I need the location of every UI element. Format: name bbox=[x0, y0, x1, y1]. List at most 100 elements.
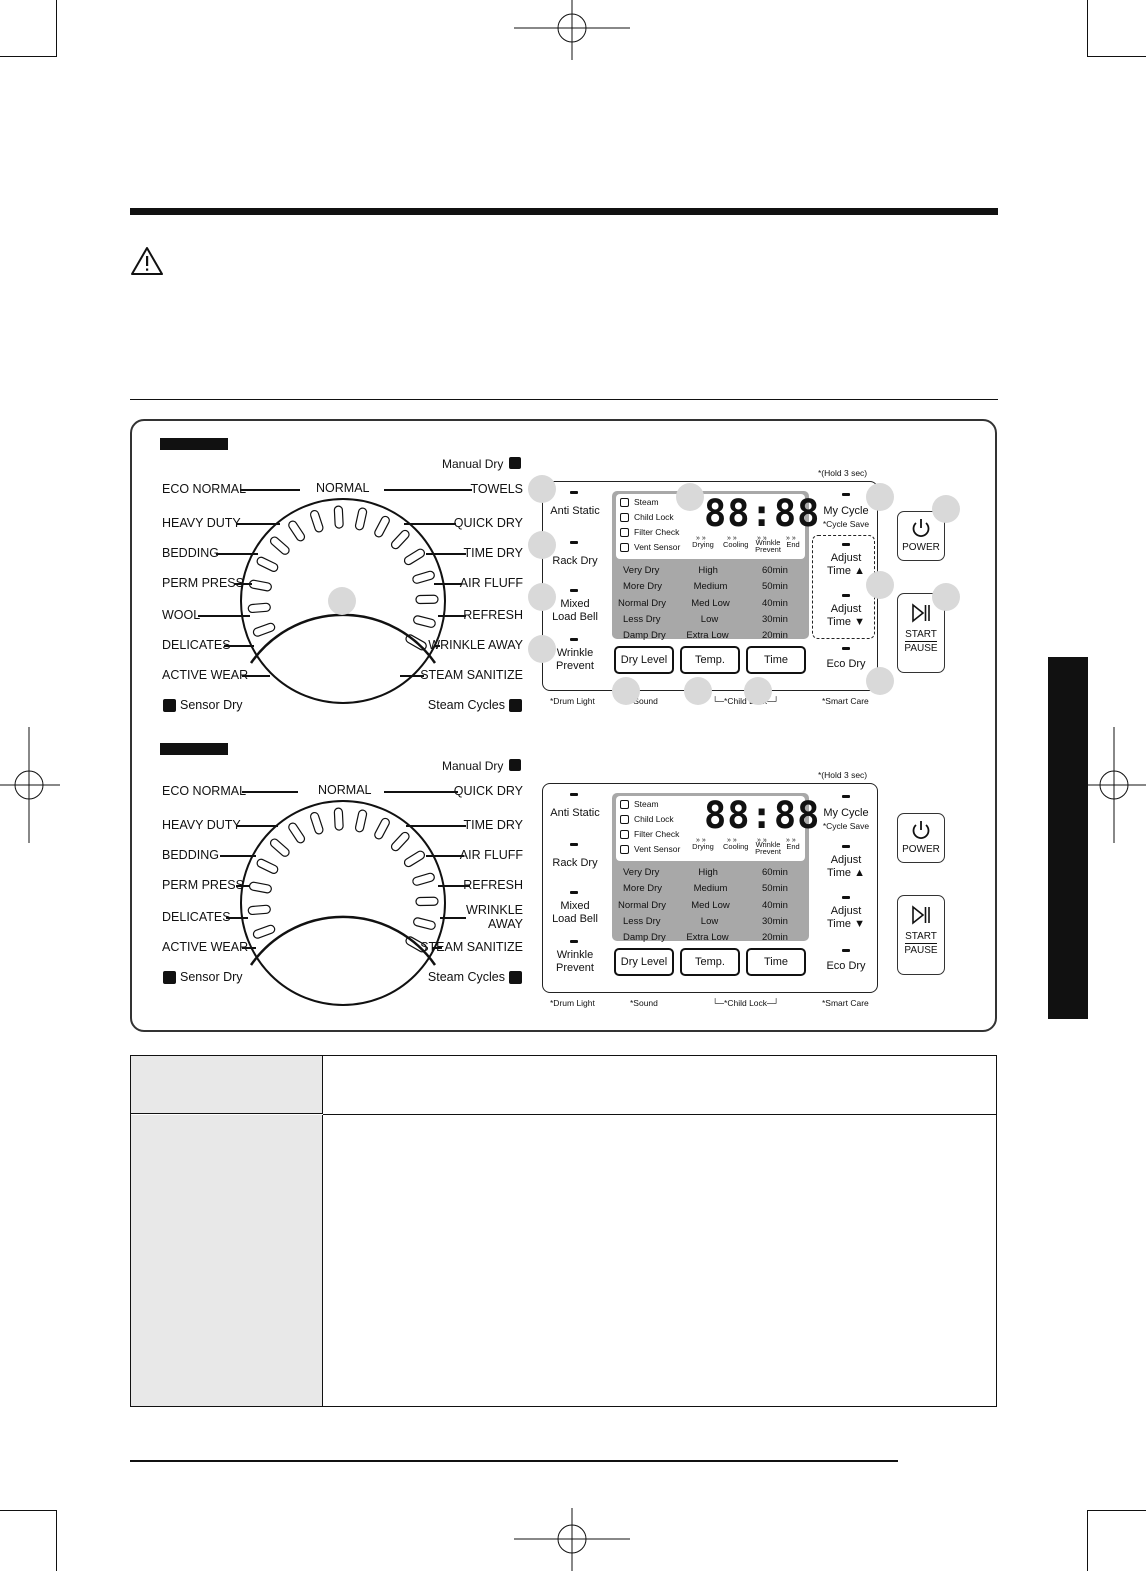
option-button-rack-dry[interactable]: Rack Dry bbox=[552, 857, 598, 869]
dial-label-air-fluff[interactable]: AIR FLUFF bbox=[459, 848, 523, 862]
dial-leader-line bbox=[432, 947, 442, 949]
dial-leader-line bbox=[240, 489, 300, 491]
dial-label-active-wear[interactable]: ACTIVE WEAR bbox=[162, 940, 249, 954]
dial-leader-line bbox=[236, 825, 278, 827]
dial-label-perm-press[interactable]: PERM PRESS bbox=[162, 576, 244, 590]
dial-label-normal[interactable]: NORMAL bbox=[318, 783, 372, 797]
temp-high: High bbox=[698, 565, 718, 576]
time-20min: 20min bbox=[762, 630, 788, 642]
steam-cycles-icon bbox=[509, 699, 522, 712]
callout-marker bbox=[528, 635, 556, 663]
eco-dry-button[interactable]: Eco Dry bbox=[826, 658, 866, 670]
power-button[interactable]: POWER bbox=[897, 511, 945, 561]
led-indicator bbox=[842, 795, 850, 798]
dial-label-perm-press[interactable]: PERM PRESS bbox=[162, 878, 244, 892]
registration-mark-right bbox=[1086, 727, 1146, 843]
dial-label-towels[interactable]: TOWELS bbox=[470, 482, 523, 496]
hold-note: *(Hold 3 sec) bbox=[818, 468, 868, 478]
registration-mark-left bbox=[0, 727, 60, 843]
dial-label-wool[interactable]: WOOL bbox=[162, 608, 201, 622]
my-cycle-button[interactable]: My Cycle bbox=[823, 807, 869, 819]
callout-marker bbox=[684, 677, 712, 705]
crop-mark bbox=[1087, 1510, 1088, 1571]
cycle-dial[interactable] bbox=[223, 783, 463, 1023]
dial-label-wrinkle-away[interactable]: WRINKLE AWAY bbox=[428, 638, 523, 652]
time-display: 88:88 bbox=[704, 794, 821, 837]
dial-label-refresh[interactable]: REFRESH bbox=[463, 878, 523, 892]
time-60min: 60min bbox=[762, 867, 788, 878]
dial-label-time-dry[interactable]: TIME DRY bbox=[463, 546, 524, 560]
dial-label-steam-sanitize[interactable]: STEAM SANITIZE bbox=[420, 668, 523, 682]
indicator-steam: Steam bbox=[634, 497, 659, 507]
my-cycle-button[interactable]: My Cycle bbox=[823, 505, 869, 517]
dial-label-refresh[interactable]: REFRESH bbox=[463, 608, 523, 622]
temp-medium: Medium bbox=[693, 581, 728, 593]
model-tag bbox=[160, 743, 228, 755]
temp-low: Low bbox=[700, 613, 719, 625]
select-button-time[interactable]: Time bbox=[746, 646, 806, 674]
dial-label-normal[interactable]: NORMAL bbox=[316, 481, 370, 495]
indicator-child-lock: Child Lock bbox=[634, 512, 674, 522]
section-divider bbox=[130, 399, 998, 400]
start-label: START bbox=[905, 931, 937, 944]
dry-level-more-dry: More Dry bbox=[623, 883, 663, 895]
dial-label-quick-dry[interactable]: QUICK DRY bbox=[453, 784, 523, 798]
dial-label-heavy-duty[interactable]: HEAVY DUTY bbox=[162, 516, 241, 530]
dial-label-quick-dry[interactable]: QUICK DRY bbox=[453, 516, 523, 530]
eco-dry-button[interactable]: Eco Dry bbox=[826, 960, 866, 972]
dial-label-time-dry[interactable]: TIME DRY bbox=[463, 818, 524, 832]
progress-end: End bbox=[786, 842, 800, 851]
child-lock-note: └─*Child Lock─┘ bbox=[712, 696, 780, 706]
indicator-icon-steam bbox=[620, 800, 629, 809]
led-indicator bbox=[842, 845, 850, 848]
power-button[interactable]: POWER bbox=[897, 813, 945, 863]
select-button-temp[interactable]: Temp. bbox=[680, 948, 740, 976]
select-button-time[interactable]: Time bbox=[746, 948, 806, 976]
table-row-header-1 bbox=[131, 1056, 323, 1114]
option-button-rack-dry[interactable]: Rack Dry bbox=[552, 555, 598, 567]
dial-label-steam-sanitize[interactable]: STEAM SANITIZE bbox=[420, 940, 523, 954]
crop-mark bbox=[1087, 1510, 1146, 1511]
dial-label-active-wear[interactable]: ACTIVE WEAR bbox=[162, 668, 249, 682]
dial-leader-line bbox=[236, 523, 280, 525]
callout-marker bbox=[866, 571, 894, 599]
dial-label-eco-normal[interactable]: ECO NORMAL bbox=[162, 482, 247, 496]
dial-label-eco-normal[interactable]: ECO NORMAL bbox=[162, 784, 247, 798]
dial-label-delicates[interactable]: DELICATES bbox=[162, 910, 231, 924]
dial-leader-line bbox=[384, 489, 472, 491]
start-label: START bbox=[905, 629, 937, 642]
dry-level-normal-dry: Normal Dry bbox=[618, 597, 667, 609]
progress-arrow-icon: »» bbox=[727, 535, 739, 542]
dry-level-damp-dry: Damp Dry bbox=[623, 630, 666, 642]
led-indicator bbox=[570, 793, 578, 796]
option-button-anti-static[interactable]: Anti Static bbox=[550, 807, 600, 819]
dial-leader-line bbox=[224, 645, 254, 647]
dial-label-heavy-duty[interactable]: HEAVY DUTY bbox=[162, 818, 241, 832]
option-button-anti-static[interactable]: Anti Static bbox=[550, 505, 600, 517]
select-button-dry-level[interactable]: Dry Level bbox=[614, 646, 674, 674]
select-button-dry-level[interactable]: Dry Level bbox=[614, 948, 674, 976]
drum-light-note: *Drum Light bbox=[550, 696, 595, 706]
progress-drying: Drying bbox=[692, 540, 714, 549]
callout-marker bbox=[612, 677, 640, 705]
dial-label-bedding[interactable]: BEDDING bbox=[162, 546, 219, 560]
select-button-temp[interactable]: Temp. bbox=[680, 646, 740, 674]
dial-label-delicates[interactable]: DELICATES bbox=[162, 638, 231, 652]
dial-label-air-fluff[interactable]: AIR FLUFF bbox=[459, 576, 523, 590]
dial-label-bedding[interactable]: BEDDING bbox=[162, 848, 219, 862]
power-label: POWER bbox=[902, 844, 940, 855]
dry-level-more-dry: More Dry bbox=[623, 581, 663, 593]
temp-high: High bbox=[698, 867, 718, 878]
crop-mark bbox=[56, 0, 57, 57]
